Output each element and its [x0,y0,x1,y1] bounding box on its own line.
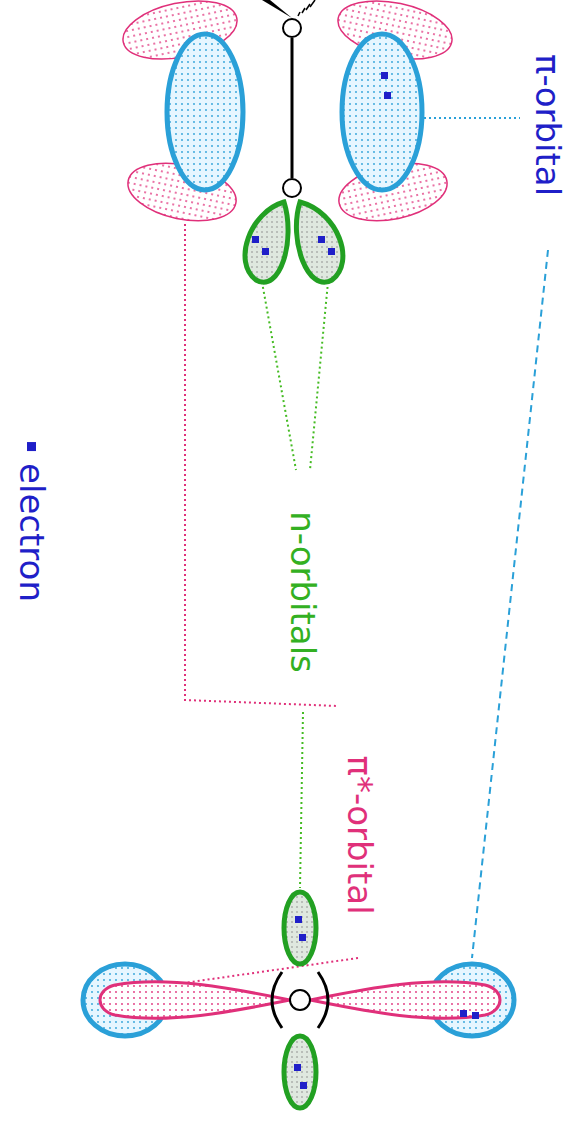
legend-swatch [28,442,37,451]
legend-text: electron [15,463,49,602]
orbital-label: n-orbitals [286,511,320,673]
orbital-label: π*-orbital [343,755,377,914]
end-view-molecule [83,892,514,1108]
legend-row: electron [15,442,49,602]
legend-entry: electron [15,442,49,602]
leader-lines [170,118,548,985]
orbital-label: π-orbital [531,54,565,196]
side-view-molecule [118,0,458,282]
